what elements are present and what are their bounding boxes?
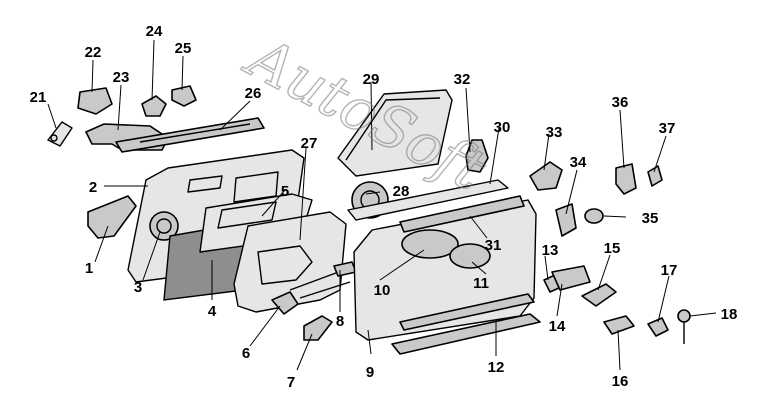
callout-37: 37 <box>659 120 676 137</box>
part-26-strip <box>115 117 265 153</box>
callout-34: 34 <box>570 154 587 171</box>
callout-labels: 1 2 3 4 5 6 7 8 9 10 11 12 13 14 15 16 1… <box>30 23 738 391</box>
callout-11: 11 <box>473 275 489 292</box>
callout-36: 36 <box>612 94 629 111</box>
callout-9: 9 <box>366 364 374 381</box>
part-31-rail <box>399 195 525 233</box>
callout-15: 15 <box>604 240 621 257</box>
callout-24: 24 <box>146 23 163 40</box>
part-16-plug <box>603 315 635 335</box>
part-25-part <box>171 85 197 107</box>
part-18-screw <box>677 309 691 344</box>
part-15-cap <box>581 283 617 307</box>
part-6-lock <box>271 291 299 315</box>
callout-18: 18 <box>721 306 738 323</box>
callout-22: 22 <box>85 44 102 61</box>
callout-30: 30 <box>494 119 511 136</box>
callout-13: 13 <box>542 242 559 259</box>
callout-14: 14 <box>549 318 566 335</box>
part-14-bracket <box>551 265 591 291</box>
callout-33: 33 <box>546 124 563 141</box>
part-17-clip <box>647 317 669 337</box>
part-22-bracket <box>77 87 113 115</box>
part-10-motor <box>401 229 491 269</box>
callout-31: 31 <box>485 237 502 254</box>
callout-7: 7 <box>287 374 295 391</box>
callout-6: 6 <box>242 345 250 362</box>
part-24-part <box>141 95 167 117</box>
part-1-arm-rest <box>87 195 137 239</box>
part-32-regulator <box>465 139 489 173</box>
part-35-knob <box>584 208 604 224</box>
callout-1: 1 <box>85 260 93 277</box>
part-33-latch <box>529 161 563 191</box>
callout-10: 10 <box>374 282 391 299</box>
callout-28: 28 <box>393 183 410 200</box>
callout-12: 12 <box>488 359 505 376</box>
callout-26: 26 <box>245 85 262 102</box>
part-34-block <box>555 203 577 237</box>
part-21-clip <box>47 121 73 147</box>
callout-2: 2 <box>89 179 97 196</box>
part-30-channel <box>347 179 509 221</box>
callout-3: 3 <box>134 279 142 296</box>
callout-17: 17 <box>661 262 678 279</box>
part-29-glass <box>337 89 453 177</box>
callout-5: 5 <box>281 183 289 200</box>
callout-16: 16 <box>612 373 629 390</box>
callout-29: 29 <box>363 71 380 88</box>
leader-lines <box>47 39 717 371</box>
callout-4: 4 <box>208 303 217 320</box>
callout-23: 23 <box>113 69 130 86</box>
part-27-inner-panel <box>233 211 347 313</box>
callout-27: 27 <box>301 135 318 152</box>
part-36-hinge <box>615 163 637 195</box>
part-7-handle <box>303 315 333 341</box>
callout-32: 32 <box>454 71 471 88</box>
callout-8: 8 <box>336 313 344 330</box>
part-12-molding <box>391 293 541 355</box>
callout-25: 25 <box>175 40 192 57</box>
callout-35: 35 <box>642 210 659 227</box>
part-3-speaker <box>149 211 179 241</box>
callout-21: 21 <box>30 89 47 106</box>
part-37-clip <box>647 165 663 187</box>
